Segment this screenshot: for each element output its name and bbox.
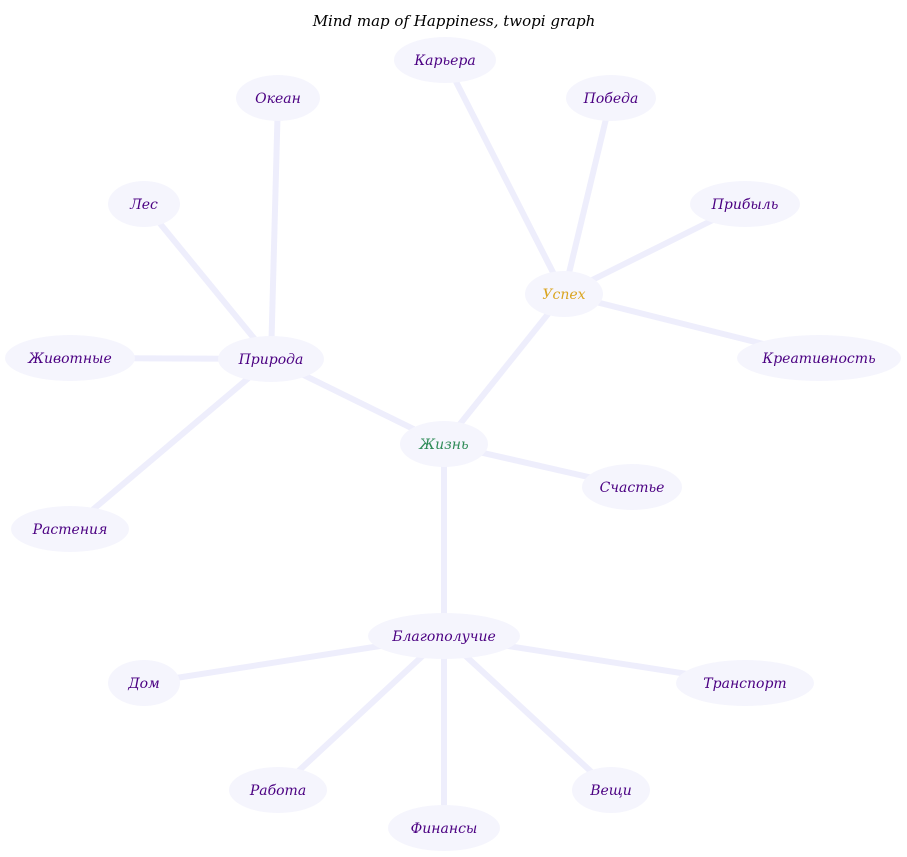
edge-nature-ocean (268, 97, 281, 360)
node-ellipse (525, 271, 603, 317)
node-happiness[interactable]: Счастье (582, 464, 682, 510)
node-profit[interactable]: Прибыль (690, 181, 800, 227)
edge-life-success (441, 292, 567, 446)
node-finance[interactable]: Финансы (388, 805, 500, 851)
node-transport[interactable]: Транспорт (676, 660, 814, 706)
node-ellipse (5, 335, 135, 381)
node-ellipse (394, 37, 496, 83)
node-label: Животные (27, 351, 112, 367)
node-label: Жизнь (418, 437, 468, 453)
node-wellbeing[interactable]: Благополучие (368, 613, 520, 659)
node-label: Дом (127, 676, 159, 692)
node-ellipse (400, 421, 488, 467)
node-creativity[interactable]: Креативность (737, 335, 901, 381)
node-label: Счастье (600, 480, 665, 496)
node-life[interactable]: Жизнь (400, 421, 488, 467)
node-ellipse (690, 181, 800, 227)
node-ellipse (572, 767, 650, 813)
node-ellipse (566, 75, 656, 121)
node-victory[interactable]: Победа (566, 75, 656, 121)
edge-wellbeing-things (441, 633, 614, 793)
node-label: Карьера (413, 53, 475, 69)
node-ellipse (388, 805, 500, 851)
node-label: Растения (32, 522, 108, 538)
node-things[interactable]: Вещи (572, 767, 650, 813)
node-ellipse (582, 464, 682, 510)
node-plants[interactable]: Растения (11, 506, 129, 552)
node-ellipse (236, 75, 320, 121)
node-nature[interactable]: Природа (218, 336, 324, 382)
node-animals[interactable]: Животные (5, 335, 135, 381)
node-label: Океан (255, 91, 301, 107)
node-label: Финансы (411, 821, 478, 837)
edge-success-victory (561, 97, 614, 295)
edge-success-career (442, 58, 567, 296)
node-label: Лес (129, 197, 158, 213)
node-ellipse (676, 660, 814, 706)
node-label: Успех (542, 287, 585, 303)
node-ellipse (108, 660, 180, 706)
node-label: Креативность (761, 351, 875, 367)
diagram-title: Mind map of Happiness, twopi graph (312, 12, 596, 30)
node-ellipse (11, 506, 129, 552)
node-ellipse (368, 613, 520, 659)
node-label: Вещи (589, 783, 632, 799)
edge-wellbeing-work (275, 633, 447, 793)
node-label: Победа (583, 91, 639, 107)
node-ellipse (229, 767, 327, 813)
node-forest[interactable]: Лес (108, 181, 180, 227)
node-label: Работа (249, 783, 306, 799)
node-label: Природа (238, 352, 304, 368)
edge-nature-plants (68, 356, 273, 532)
edge-nature-forest (141, 202, 274, 361)
node-label: Транспорт (703, 676, 786, 692)
node-label: Благополучие (391, 629, 496, 645)
node-success[interactable]: Успех (525, 271, 603, 317)
node-ellipse (108, 181, 180, 227)
node-home[interactable]: Дом (108, 660, 180, 706)
node-work[interactable]: Работа (229, 767, 327, 813)
node-ellipse (218, 336, 324, 382)
node-label: Прибыль (711, 197, 779, 213)
node-career[interactable]: Карьера (394, 37, 496, 83)
node-ellipse (737, 335, 901, 381)
node-ocean[interactable]: Океан (236, 75, 320, 121)
